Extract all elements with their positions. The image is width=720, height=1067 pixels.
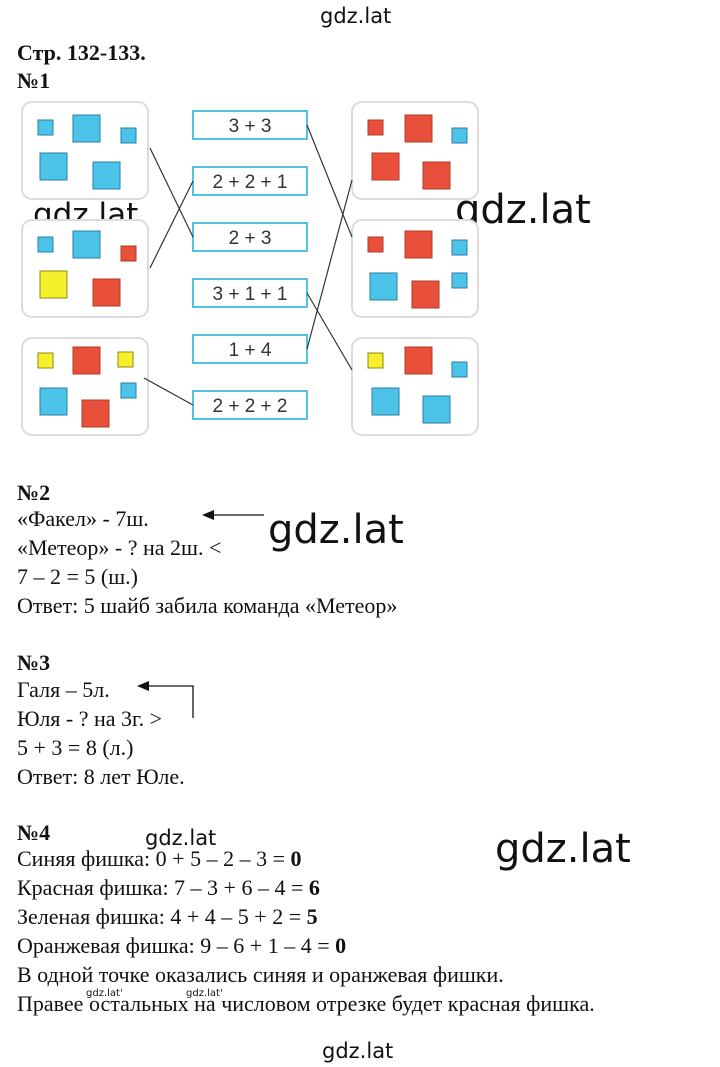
watermark-tiny-2: gdz.lat'	[186, 988, 223, 999]
expression-box-2	[192, 166, 308, 196]
expression-box-3	[192, 222, 308, 252]
ex2-line-3: 7 – 2 = 5 (ш.)	[17, 564, 138, 589]
small-blue-square	[120, 127, 137, 144]
watermark-ex4-small: gdz.lat	[145, 826, 217, 850]
big-blue-square	[72, 114, 101, 143]
small-yellow-square	[37, 352, 54, 369]
small-blue-square	[120, 382, 137, 399]
big-blue-square	[422, 395, 451, 424]
ex2-title: №2	[17, 480, 51, 505]
big-red-square	[404, 346, 433, 375]
big-red-square	[81, 399, 110, 428]
big-red-square	[72, 346, 101, 375]
connector-line	[306, 124, 353, 238]
watermark-tiny-1: gdz.lat'	[86, 988, 123, 999]
ex3-line-1: Галя – 5л.	[17, 677, 110, 702]
ex4-row-orange: Оранжевая фишка: 9 – 6 + 1 – 4 = 0	[17, 933, 347, 958]
big-blue-square	[371, 387, 400, 416]
ex2-line-4: Ответ: 5 шайб забила команда «Метеор»	[17, 593, 398, 618]
big-red-square	[422, 161, 451, 190]
watermark-ex4-big: gdz.lat	[495, 826, 631, 872]
big-blue-square	[39, 152, 68, 181]
small-red-square	[367, 236, 384, 253]
ex3-line-3: 5 + 3 = 8 (л.)	[17, 735, 134, 760]
page-title: Стр. 132-133.	[17, 40, 146, 65]
connector-line	[306, 292, 353, 371]
ex3-line-2: Юля - ? на 3г. >	[17, 706, 162, 731]
ex4-result-green: 5	[306, 904, 318, 929]
expression-5: 1 + 4	[229, 340, 272, 361]
ex4-row-green: Зеленая фишка: 4 + 4 – 5 + 2 = 5	[17, 904, 318, 929]
small-yellow-square	[117, 351, 134, 368]
small-blue-square	[451, 272, 468, 289]
ex2-line-1: «Факел» - 7ш.	[17, 506, 149, 531]
watermark-bottom: gdz.lat	[322, 1039, 394, 1063]
ex4-title: №4	[17, 820, 51, 845]
ex4-result-red: 6	[308, 875, 320, 900]
expression-box-6	[192, 390, 308, 420]
small-blue-square	[37, 119, 54, 136]
expression-1: 3 + 3	[229, 116, 272, 137]
expression-box-4	[192, 278, 308, 308]
big-red-square	[371, 152, 400, 181]
big-red-square	[411, 280, 440, 309]
connector-line	[149, 147, 194, 238]
expression-box-1	[192, 110, 308, 140]
ex2-arrow-icon	[202, 510, 264, 520]
big-blue-square	[39, 387, 68, 416]
big-red-square	[404, 230, 433, 259]
ex2-line-2: «Метеор» - ? на 2ш. <	[17, 535, 222, 560]
watermark-ex2: gdz.lat	[268, 507, 404, 553]
big-blue-square	[369, 272, 398, 301]
expression-2: 2 + 2 + 1	[212, 172, 287, 193]
small-blue-square	[451, 127, 468, 144]
small-blue-square	[451, 239, 468, 256]
watermark-top: gdz.lat	[320, 4, 392, 28]
connector-line	[143, 377, 194, 406]
ex1-title: №1	[17, 68, 51, 93]
ex4-conclusion-2: Правее остальных на числовом отрезке буд…	[17, 991, 595, 1016]
small-yellow-square	[367, 352, 384, 369]
big-red-square	[404, 114, 433, 143]
connector-line	[149, 180, 194, 269]
big-blue-square	[72, 230, 101, 259]
ex3-arrow-icon	[137, 681, 194, 718]
ex3-line-4: Ответ: 8 лет Юле.	[17, 764, 185, 789]
ex4-result-orange: 0	[335, 933, 347, 958]
expression-6: 2 + 2 + 2	[212, 396, 287, 417]
connector-line	[306, 179, 353, 350]
ex4-result-blue: 0	[290, 846, 302, 871]
big-blue-square	[92, 161, 121, 190]
ex1-matching-illustration: 3 + 3 2 + 2 + 1 2 + 3 3 + 1 + 1 1 + 4 2 …	[21, 101, 479, 436]
expression-4: 3 + 1 + 1	[212, 284, 287, 305]
small-blue-square	[37, 236, 54, 253]
big-red-square	[92, 278, 121, 307]
small-blue-square	[451, 361, 468, 378]
big-yellow-square	[39, 270, 68, 299]
ex4-conclusion-1: В одной точке оказались синяя и оранжева…	[17, 962, 504, 987]
small-red-square	[120, 245, 137, 262]
ex4-row-red: Красная фишка: 7 – 3 + 6 – 4 = 6	[17, 875, 320, 900]
ex4-row-blue: Синяя фишка: 0 + 5 – 2 – 3 = 0	[17, 846, 302, 871]
ex3-title: №3	[17, 650, 51, 675]
expression-3: 2 + 3	[229, 228, 272, 249]
small-red-square	[367, 119, 384, 136]
